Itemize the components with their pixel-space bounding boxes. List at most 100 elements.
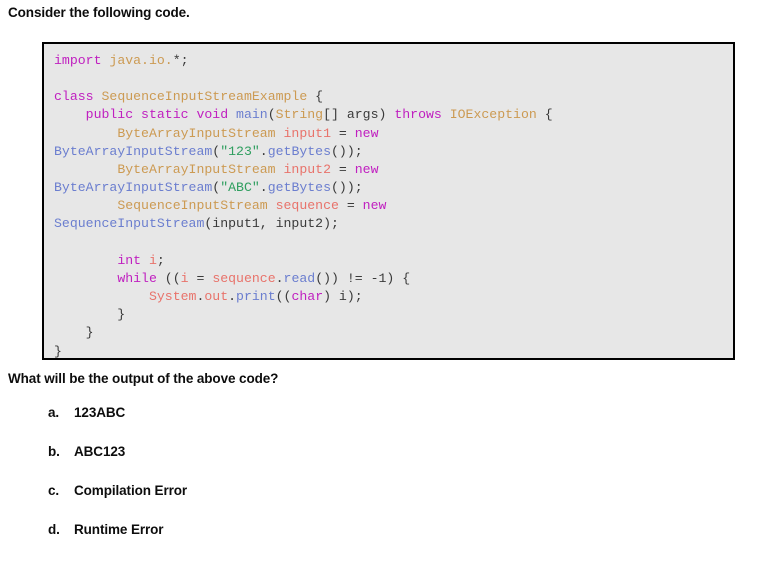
option-marker: c. <box>48 483 60 498</box>
code-token-call: SequenceInputStream <box>54 216 205 232</box>
code-token-punct: (( <box>275 289 292 305</box>
code-token-type: java.io. <box>109 53 173 68</box>
code-line: public static void main(String[] args) t… <box>54 106 733 124</box>
code-token-key: char <box>291 289 324 305</box>
code-token-str: "123" <box>220 143 260 159</box>
code-token-punct: . <box>259 143 268 159</box>
code-token-punct: { <box>536 107 553 123</box>
code-token-punct <box>54 162 117 177</box>
code-token-call: getBytes <box>267 180 332 196</box>
code-token-punct: = <box>331 161 355 177</box>
option-label: 123ABC <box>74 405 126 420</box>
code-token-punct <box>54 198 117 213</box>
code-token-var: i <box>180 270 189 286</box>
code-line: } <box>54 306 733 324</box>
code-listing: import java.io.*; class SequenceInputStr… <box>44 44 733 359</box>
code-token-punct <box>442 107 450 122</box>
code-token-punct: ( <box>212 143 221 159</box>
code-token-punct <box>276 126 284 141</box>
code-token-var: input1 <box>283 125 331 141</box>
code-token-punct <box>54 253 117 268</box>
code-token-key: while <box>117 270 157 286</box>
code-line: SequenceInputStream(input1, input2); <box>54 215 733 233</box>
code-token-punct <box>276 162 284 177</box>
code-line: ByteArrayInputStream input2 = new <box>54 161 733 179</box>
code-line: ByteArrayInputStream input1 = new <box>54 125 733 143</box>
option-label: ABC123 <box>74 444 126 459</box>
code-token-var: out <box>204 289 229 305</box>
code-token-key: class <box>54 89 94 105</box>
code-token-call: print <box>236 289 276 305</box>
code-token-var: sequence <box>212 270 276 286</box>
code-token-punct: ( <box>212 180 221 196</box>
code-token-punct <box>54 271 117 286</box>
code-token-punct: (( <box>156 270 181 286</box>
code-token-punct <box>141 253 149 268</box>
code-token-punct: *; <box>172 53 189 68</box>
option-marker: a. <box>48 405 60 420</box>
code-line: ByteArrayInputStream("123".getBytes()); <box>54 143 733 161</box>
code-token-punct: = <box>331 125 355 141</box>
code-token-punct: ( <box>267 107 276 123</box>
option-marker: b. <box>48 444 60 459</box>
code-token-type: ByteArrayInputStream <box>117 125 276 141</box>
code-token-punct <box>54 126 117 141</box>
code-token-type: SequenceInputStream <box>117 198 268 214</box>
code-token-var: System <box>148 289 197 305</box>
code-token-call: getBytes <box>267 143 332 159</box>
code-token-punct <box>54 289 149 304</box>
code-line: int i; <box>54 252 733 270</box>
option-marker: d. <box>48 522 60 537</box>
answer-option-a[interactable]: a. 123ABC <box>48 405 468 444</box>
code-line: } <box>54 324 733 342</box>
code-token-punct: (input1, input2); <box>204 216 339 232</box>
code-token-punct: = <box>188 270 213 286</box>
code-token-str: "ABC" <box>220 180 260 196</box>
code-line: } <box>54 343 733 359</box>
code-token-var: input2 <box>283 161 331 177</box>
code-line: System.out.print((char) i); <box>54 288 733 306</box>
code-token-key: import <box>54 53 102 68</box>
code-token-key: new <box>354 161 379 177</box>
code-token-punct <box>54 107 86 122</box>
code-token-punct: . <box>228 289 237 305</box>
code-line <box>54 70 733 88</box>
code-token-call: main <box>236 107 268 123</box>
code-token-call: ByteArrayInputStream <box>54 180 213 196</box>
code-line: class SequenceInputStreamExample { <box>54 88 733 106</box>
code-token-type: SequenceInputStreamExample <box>101 89 308 105</box>
code-token-punct: . <box>196 289 205 305</box>
code-token-punct <box>94 89 102 104</box>
code-token-var: sequence <box>275 198 339 214</box>
code-token-punct <box>228 107 236 122</box>
code-line: while ((i = sequence.read()) != -1) { <box>54 270 733 288</box>
code-token-punct: } <box>54 307 126 323</box>
answer-option-d[interactable]: d.Runtime Error <box>48 522 468 561</box>
code-token-punct: ()) != -1) { <box>315 270 411 286</box>
code-token-punct: ) i); <box>323 289 363 305</box>
code-token-key: throws <box>394 107 442 123</box>
code-token-call: ByteArrayInputStream <box>54 143 213 159</box>
code-token-punct: . <box>275 270 284 286</box>
code-token-type: String <box>275 107 324 123</box>
code-line: SequenceInputStream sequence = new <box>54 197 733 215</box>
code-token-key: new <box>354 125 379 141</box>
answer-option-b[interactable]: b. ABC123 <box>48 444 468 483</box>
answer-option-c[interactable]: c.Compilation Error <box>48 483 468 522</box>
code-token-type: ByteArrayInputStream <box>117 161 276 177</box>
code-token-punct: [] args) <box>323 107 395 123</box>
code-token-key: new <box>362 198 387 214</box>
code-token-call: read <box>283 270 316 286</box>
code-token-punct <box>268 198 276 213</box>
code-line: ByteArrayInputStream("ABC".getBytes()); <box>54 179 733 197</box>
code-token-punct: ()); <box>331 180 363 196</box>
code-token-punct: = <box>338 198 363 214</box>
code-token-var: i <box>148 252 157 268</box>
code-token-punct: { <box>307 89 324 105</box>
code-block: import java.io.*; class SequenceInputStr… <box>42 42 735 360</box>
code-token-punct: ()); <box>331 143 363 159</box>
intro-heading: Consider the following code. <box>8 5 190 20</box>
question-heading: What will be the output of the above cod… <box>8 371 279 386</box>
code-token-punct: } <box>54 325 94 341</box>
